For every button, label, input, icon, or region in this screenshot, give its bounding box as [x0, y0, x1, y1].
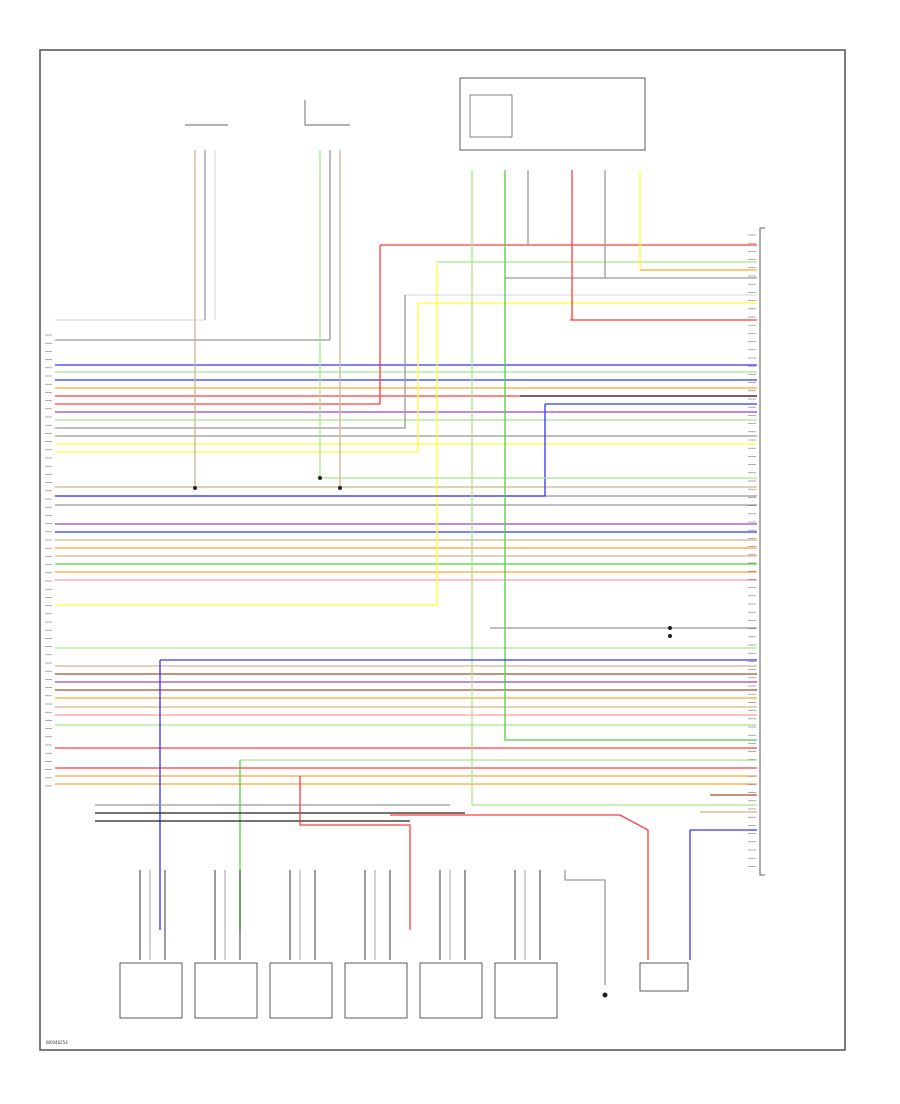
splice-dot	[668, 626, 672, 630]
top-module-sub-box	[469, 94, 513, 138]
ignition-coil-3	[269, 962, 333, 1019]
splice-dot	[338, 486, 342, 490]
bottom-components	[119, 962, 689, 1019]
wire	[504, 170, 757, 741]
wire-splices	[193, 476, 672, 638]
ignition-coil-2	[194, 962, 258, 1019]
ignition-coil-4	[344, 962, 408, 1019]
wire	[55, 295, 406, 429]
ignition-coil-6	[494, 962, 558, 1019]
sensor-box	[639, 962, 689, 992]
ignition-coil-5	[419, 962, 483, 1019]
diagram-frame	[39, 49, 846, 1051]
wire	[55, 303, 419, 453]
wire	[471, 170, 757, 806]
page-code: W0046254	[46, 1040, 68, 1045]
wire	[564, 870, 606, 985]
splice-dot	[668, 634, 672, 638]
ignition-coil-1	[119, 962, 183, 1019]
wire	[55, 404, 546, 497]
wire	[319, 150, 757, 479]
wire	[299, 776, 411, 930]
splice-dot	[318, 476, 322, 480]
splice-dot	[193, 486, 197, 490]
top-control-module	[459, 77, 646, 151]
right-pin-labels	[748, 234, 756, 867]
left-pin-labels	[45, 334, 52, 787]
sensor-2-connector	[304, 100, 350, 126]
wire	[55, 245, 381, 405]
wire	[390, 814, 649, 960]
wire	[55, 262, 438, 606]
ecm-connector-bracket	[759, 227, 765, 876]
ground-point	[602, 992, 608, 998]
wire-harness	[55, 150, 757, 985]
